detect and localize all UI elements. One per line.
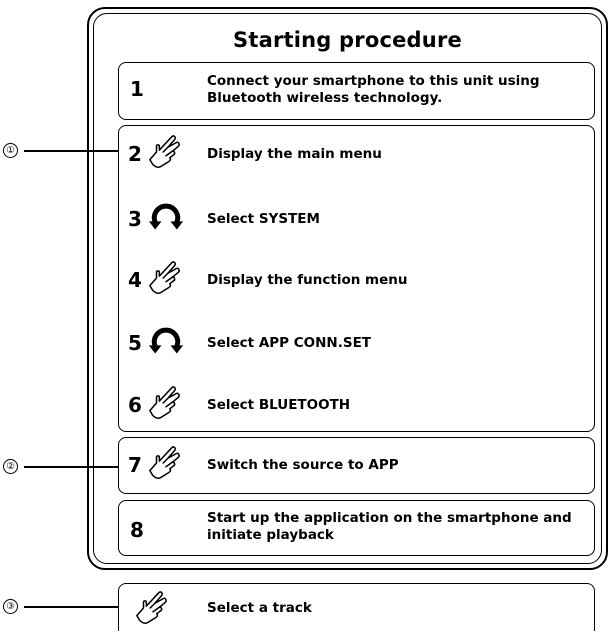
step-1-box (118, 62, 595, 120)
step-8-number: 8 (130, 518, 144, 542)
procedure-inner-frame (93, 13, 602, 564)
steps-2-6-box (118, 125, 595, 432)
step-8-box (118, 500, 595, 556)
select-track-text: Select a track (207, 600, 312, 616)
callout-1: ① (3, 143, 18, 158)
select-track-box (118, 583, 595, 631)
press-hand-icon (147, 384, 185, 422)
step-7-text: Switch the source to APP (207, 457, 399, 473)
press-hand-icon (147, 259, 185, 297)
callout-3: ③ (3, 599, 18, 614)
step-7-box (118, 437, 595, 494)
step-3-number: 3 (128, 207, 142, 231)
callout-2: ② (3, 459, 18, 474)
step-6-text: Select BLUETOOTH (207, 397, 351, 413)
page-title: Starting procedure (233, 28, 462, 52)
step-8-text: Start up the application on the smartpho… (207, 510, 572, 543)
press-hand-icon (134, 589, 172, 627)
step-4-text: Display the function menu (207, 272, 408, 288)
procedure-outer-frame (87, 7, 608, 570)
step-2-text: Display the main menu (207, 146, 382, 162)
step-2-number: 2 (128, 142, 142, 166)
step-3-text: Select SYSTEM (207, 211, 320, 227)
step-5-number: 5 (128, 331, 142, 355)
step-5-text: Select APP CONN.SET (207, 335, 372, 351)
press-hand-icon (147, 444, 185, 482)
step-4-number: 4 (128, 268, 142, 292)
step-6-number: 6 (128, 393, 142, 417)
callout-2-leader (24, 466, 118, 468)
callout-1-leader (24, 150, 118, 152)
press-hand-icon (147, 133, 185, 171)
step-1-number: 1 (130, 77, 144, 101)
step-1-text: Connect your smartphone to this unit usi… (207, 73, 540, 106)
step-7-number: 7 (128, 453, 142, 477)
rotate-knob-icon (148, 198, 184, 234)
rotate-knob-icon (148, 322, 184, 358)
callout-3-leader (24, 606, 118, 608)
